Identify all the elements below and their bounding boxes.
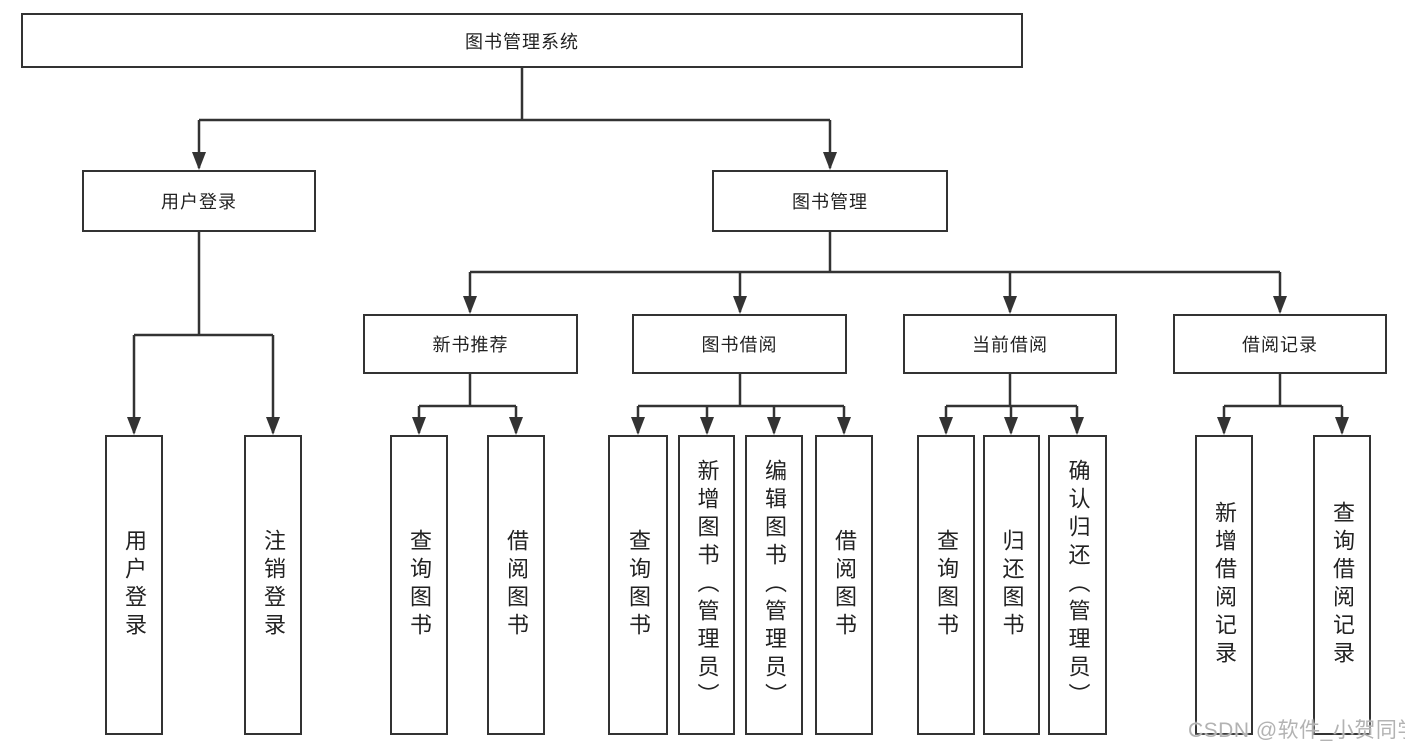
node-current-borrowing: 当前借阅 — [903, 314, 1117, 374]
node-user-login: 用户登录 — [82, 170, 316, 232]
leaf-add-borrow-record: 新增借阅记录 — [1195, 435, 1253, 735]
leaf-query-books: 查询图书 — [390, 435, 448, 735]
csdn-watermark: CSDN @软件_小贺同学 — [1188, 719, 1405, 742]
node-book-borrowing: 图书借阅 — [632, 314, 847, 374]
leaf-borrow-books: 借阅图书 — [815, 435, 873, 735]
leaf-user-login: 用户登录 — [105, 435, 163, 735]
leaf-confirm-return-admin: 确认归还（管理员） — [1048, 435, 1107, 735]
leaf-logout: 注销登录 — [244, 435, 302, 735]
leaf-borrow-books: 借阅图书 — [487, 435, 545, 735]
node-borrowing-records: 借阅记录 — [1173, 314, 1387, 374]
leaf-query-books: 查询图书 — [608, 435, 668, 735]
node-new-book-recommendation: 新书推荐 — [363, 314, 578, 374]
leaf-query-borrow-record: 查询借阅记录 — [1313, 435, 1371, 735]
leaf-edit-books-admin: 编辑图书（管理员） — [745, 435, 803, 735]
leaf-return-books: 归还图书 — [983, 435, 1040, 735]
leaf-add-books-admin: 新增图书（管理员） — [678, 435, 735, 735]
node-library-management-system: 图书管理系统 — [21, 13, 1023, 68]
node-book-management: 图书管理 — [712, 170, 948, 232]
leaf-query-books: 查询图书 — [917, 435, 975, 735]
